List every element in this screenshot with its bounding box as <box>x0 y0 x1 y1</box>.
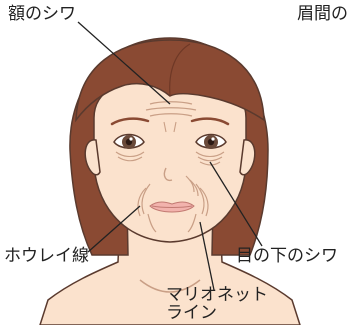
face <box>94 78 246 242</box>
label-nasolabial-line: ホウレイ線 <box>4 248 89 266</box>
label-under-eye-wrinkles: 目の下のシワ <box>236 248 338 266</box>
label-marionette-line-2: ライン <box>166 305 268 323</box>
label-marionette-line: マリオネット ライン <box>166 287 268 323</box>
label-forehead-wrinkles: 額のシワ <box>8 6 76 24</box>
label-glabella-wrinkles: 眉間の <box>297 6 348 24</box>
